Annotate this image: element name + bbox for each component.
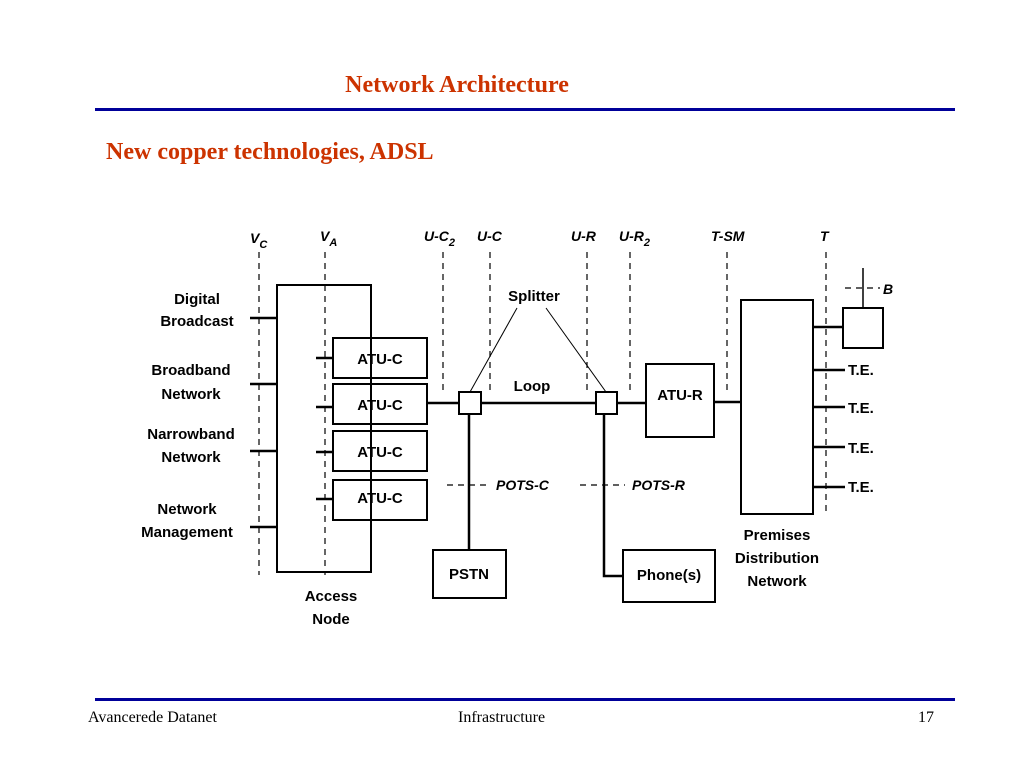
footer-left: Avancerede Datanet [88, 709, 217, 726]
input-broadband-line1: Broadband [151, 362, 230, 379]
phones-label: Phone(s) [637, 567, 701, 584]
atu-c-box-3 [332, 430, 428, 472]
premises-label-line2: Distribution [735, 550, 819, 567]
input-mgmt-line1: Network [157, 501, 217, 518]
ref-tsm: T-SM [711, 228, 745, 244]
input-digital-line1: Digital [174, 291, 220, 308]
premises-label-line3: Network [747, 573, 807, 590]
splitter-c [458, 391, 482, 415]
te-label-2: T.E. [848, 400, 874, 417]
access-node-label-line1: Access [305, 588, 358, 605]
input-mgmt-line2: Management [141, 524, 233, 541]
input-digital-line2: Broadcast [160, 313, 233, 330]
atu-c-label-4: ATU-C [357, 490, 403, 507]
atu-r-box [645, 363, 715, 438]
pstn-box [432, 549, 507, 599]
atu-c-box-1 [332, 337, 428, 379]
ref-b: B [883, 281, 893, 297]
te-label-4: T.E. [848, 479, 874, 496]
splitter-r [595, 391, 618, 415]
phones-box [622, 549, 716, 603]
pstn-label: PSTN [449, 566, 489, 583]
ref-t: T [820, 228, 830, 244]
atu-c-label-1: ATU-C [357, 351, 403, 368]
atu-c-label-2: ATU-C [357, 397, 403, 414]
ref-pots-c: POTS-C [496, 477, 550, 493]
reference-lines [258, 252, 880, 575]
access-node-label-line2: Node [312, 611, 350, 628]
premises-label-line1: Premises [744, 527, 811, 544]
input-narrowband-line2: Network [161, 449, 221, 466]
te-label-3: T.E. [848, 440, 874, 457]
ref-pots-r: POTS-R [632, 477, 686, 493]
ref-ur2: U-R2 [619, 228, 650, 249]
ref-uc2: U-C2 [424, 228, 455, 249]
slide-title: Network Architecture [345, 72, 569, 98]
title-divider [95, 108, 955, 111]
b-terminal-box [842, 307, 884, 349]
ref-ur: U-R [571, 228, 597, 244]
atu-c-box-4 [332, 479, 428, 521]
te-label-1: T.E. [848, 362, 874, 379]
atu-r-label: ATU-R [657, 387, 703, 404]
loop-label: Loop [514, 378, 551, 395]
premises-box [740, 299, 814, 515]
ref-uc: U-C [477, 228, 503, 244]
input-broadband-line2: Network [161, 386, 221, 403]
footer-divider [95, 698, 955, 701]
ref-va: VA [320, 228, 337, 249]
input-narrowband-line1: Narrowband [147, 426, 235, 443]
atu-c-label-3: ATU-C [357, 444, 403, 461]
slide-subtitle: New copper technologies, ADSL [106, 139, 434, 165]
access-node-box [276, 284, 372, 573]
splitter-label: Splitter [508, 288, 560, 305]
footer-center: Infrastructure [458, 709, 546, 726]
footer-page-number: 17 [918, 709, 934, 726]
ref-vc: VC [250, 230, 268, 251]
